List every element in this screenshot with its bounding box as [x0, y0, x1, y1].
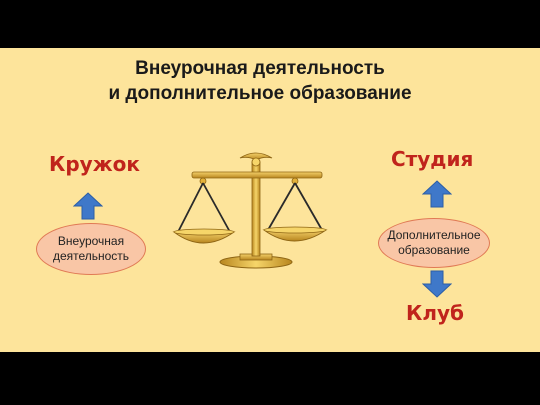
ellipse-right-line-1: Дополнительное [387, 228, 481, 242]
ellipse-left-line-2: деятельность [52, 249, 130, 263]
label-kruzhok: Кружок [49, 152, 140, 176]
label-klub: Клуб [406, 301, 464, 325]
ellipse-extracurricular: Внеурочная деятельность [36, 223, 146, 275]
balance-scale-icon [172, 152, 328, 269]
title-line-2: и дополнительное образование [108, 83, 412, 104]
up-arrow-icon [73, 192, 103, 220]
ellipse-additional-education: Дополнительное образование [378, 218, 490, 268]
title-line-1: Внеурочная деятельность [135, 58, 385, 79]
label-studiya: Студия [391, 147, 474, 171]
down-arrow-icon [422, 270, 452, 298]
slide-title: Внеурочная деятельность и дополнительное… [0, 56, 520, 106]
ellipse-left-line-1: Внеурочная [57, 234, 125, 248]
ellipse-right-line-2: образование [398, 243, 470, 257]
up-arrow-icon [422, 180, 452, 208]
